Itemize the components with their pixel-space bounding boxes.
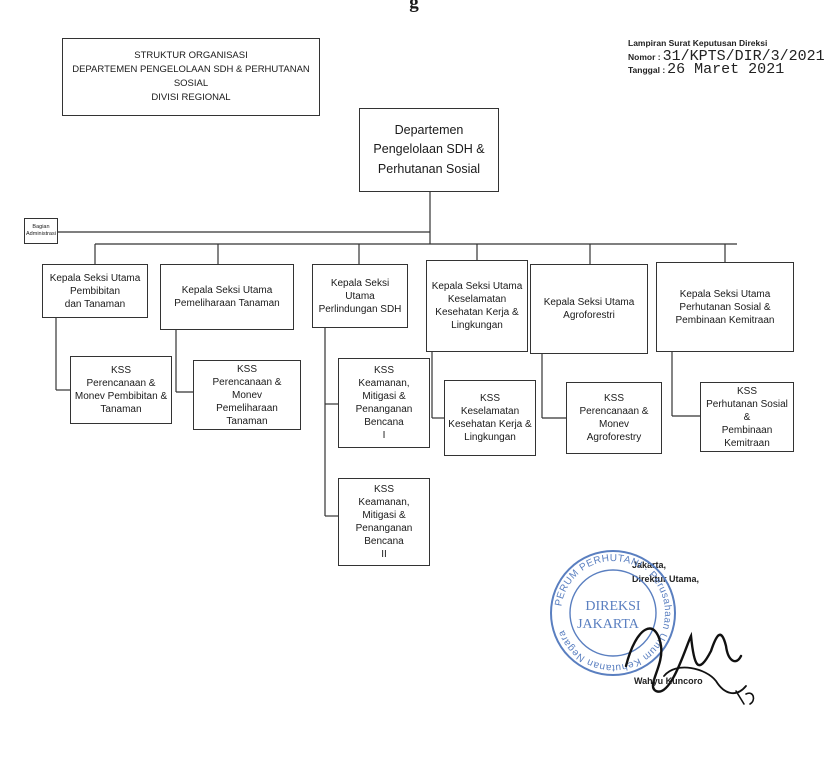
signature-name: Wahyu Kuncoro [634, 676, 703, 686]
sub-unit-line: Penanganan Bencana [355, 523, 413, 547]
document-title: g [409, 0, 419, 13]
section-head-agroforestri: Kepala Seksi Utama Agroforestri [530, 264, 648, 354]
decree-date-row: Tanggal : 26 Maret 2021 [628, 61, 785, 78]
section-head-line: Pembibitan [69, 285, 121, 297]
root-line-2: Pengelolaan SDH & [373, 142, 485, 157]
sub-unit-line: KSS [373, 484, 394, 495]
section-head-line: Keselamatan [447, 294, 507, 305]
sub-unit-line: Monev Pembibitan & [74, 391, 168, 402]
sub-unit-line: Lingkungan [464, 432, 516, 443]
admin-line-2: Administrasi [26, 231, 56, 237]
section-head-line: Kepala Seksi Utama [49, 272, 141, 284]
sub-unit-line: Keselamatan [460, 406, 520, 417]
sub-unit-line: Perencanaan & [86, 378, 156, 389]
sub-unit-line: Perhutanan Sosial & [706, 398, 788, 423]
section-head-pemeliharaan: Kepala Seksi Utama Pemeliharaan Tanaman [160, 264, 294, 330]
section-head-perlindungan: Kepala Seksi Utama Perlindungan SDH [312, 264, 408, 328]
sub-unit-line: Agroforestry [586, 432, 642, 443]
admin-line-1: Bagian [32, 224, 50, 231]
sub-unit-line: Keamanan, Mitigasi & [358, 378, 410, 402]
signature-city: Jakarta, [632, 560, 667, 570]
decree-date-value: 26 Maret 2021 [667, 61, 785, 78]
official-stamp: PERUM PERHUTANI · Perusahaan Umum Kehuta… [550, 550, 676, 676]
section-head-line: Perlindungan SDH [318, 303, 402, 315]
header-line-1: STRUKTUR ORGANISASI [134, 50, 248, 62]
sub-unit-perlindungan-1: KSS Keamanan, Mitigasi & Penanganan Benc… [338, 358, 430, 448]
sub-unit-line: Penanganan Bencana [355, 404, 413, 428]
sub-unit-line: KSS [603, 393, 624, 404]
handwritten-signature [624, 627, 755, 705]
section-head-line: Kepala Seksi Utama [679, 288, 771, 300]
sub-unit-line: Tanaman [100, 404, 142, 415]
section-head-k3l: Kepala Seksi Utama Keselamatan Kesehatan… [426, 260, 528, 352]
decree-number-row: Nomor : 31/KPTS/DIR/3/2021 [628, 48, 825, 65]
sub-unit-line: Pemeliharaan [216, 402, 278, 414]
section-head-line: Lingkungan [451, 320, 503, 331]
section-head-line: dan Tanaman [64, 298, 126, 310]
sub-unit-k3l: KSS Keselamatan Kesehatan Kerja & Lingku… [444, 380, 536, 456]
svg-text:JAKARTA: JAKARTA [577, 617, 640, 632]
section-head-line: Pemeliharaan Tanaman [174, 298, 280, 309]
sub-unit-line: Kesehatan Kerja & [448, 419, 532, 430]
sub-unit-line: KSS [236, 363, 257, 375]
sub-unit-perhutanan-sosial: KSS Perhutanan Sosial & Pembinaan Kemitr… [700, 382, 794, 452]
section-head-line: Agroforestri [563, 310, 615, 321]
sub-unit-agroforestri: KSS Perencanaan & Monev Agroforestry [566, 382, 662, 454]
decree-reference: Lampiran Surat Keputusan Direksi Nomor :… [628, 38, 825, 78]
sub-unit-line: Perencanaan & Monev [579, 406, 649, 430]
sub-unit-perlindungan-2: KSS Keamanan, Mitigasi & Penanganan Benc… [338, 478, 430, 566]
section-head-line: Kepala Seksi Utama [431, 281, 523, 292]
administration-unit-box: Bagian Administrasi [24, 218, 58, 244]
decree-number-value: 31/KPTS/DIR/3/2021 [662, 48, 825, 65]
sub-unit-line: KSS [110, 365, 131, 376]
sub-unit-line: Pembinaan Kemitraan [721, 424, 773, 449]
sub-unit-pembibitan: KSS Perencanaan & Monev Pembibitan & Tan… [70, 356, 172, 424]
sub-unit-line: Tanaman [226, 415, 268, 427]
svg-text:DIREKSI: DIREKSI [585, 599, 641, 614]
sub-unit-line: II [381, 549, 387, 560]
sub-unit-line: KSS [373, 365, 394, 376]
section-head-perhutanan-sosial: Kepala Seksi Utama Perhutanan Sosial & P… [656, 262, 794, 352]
section-head-line: Kepala Seksi Utama [330, 277, 390, 302]
section-head-line: Pembinaan Kemitraan [675, 314, 775, 326]
section-head-line: Kepala Seksi Utama [181, 285, 273, 296]
root-line-3: Perhutanan Sosial [377, 161, 481, 176]
sub-unit-line: I [382, 430, 386, 441]
header-title-box: STRUKTUR ORGANISASI DEPARTEMEN PENGELOLA… [62, 38, 320, 116]
decree-heading: Lampiran Surat Keputusan Direksi [628, 38, 768, 48]
decree-number-label: Nomor [628, 52, 656, 62]
sub-unit-line: KSS [736, 385, 757, 397]
sub-unit-line: Keamanan, Mitigasi & [358, 497, 410, 521]
header-line-3: DIVISI REGIONAL [151, 91, 231, 103]
decree-date-label: Tanggal [628, 65, 660, 75]
section-head-line: Kesehatan Kerja & [435, 307, 519, 318]
root-line-1: Departemen [394, 122, 464, 137]
section-head-pembibitan: Kepala Seksi Utama Pembibitan dan Tanama… [42, 264, 148, 318]
sub-unit-pemeliharaan: KSS Perencanaan & Monev Pemeliharaan Tan… [193, 360, 301, 430]
header-line-2: DEPARTEMEN PENGELOLAAN SDH & PERHUTANAN … [72, 64, 310, 89]
sub-unit-line: KSS [479, 393, 500, 404]
section-head-line: Perhutanan Sosial & [679, 301, 771, 313]
section-head-line: Kepala Seksi Utama [543, 297, 635, 308]
sub-unit-line: Perencanaan & Monev [212, 376, 282, 401]
root-department-box: Departemen Pengelolaan SDH & Perhutanan … [359, 108, 499, 192]
